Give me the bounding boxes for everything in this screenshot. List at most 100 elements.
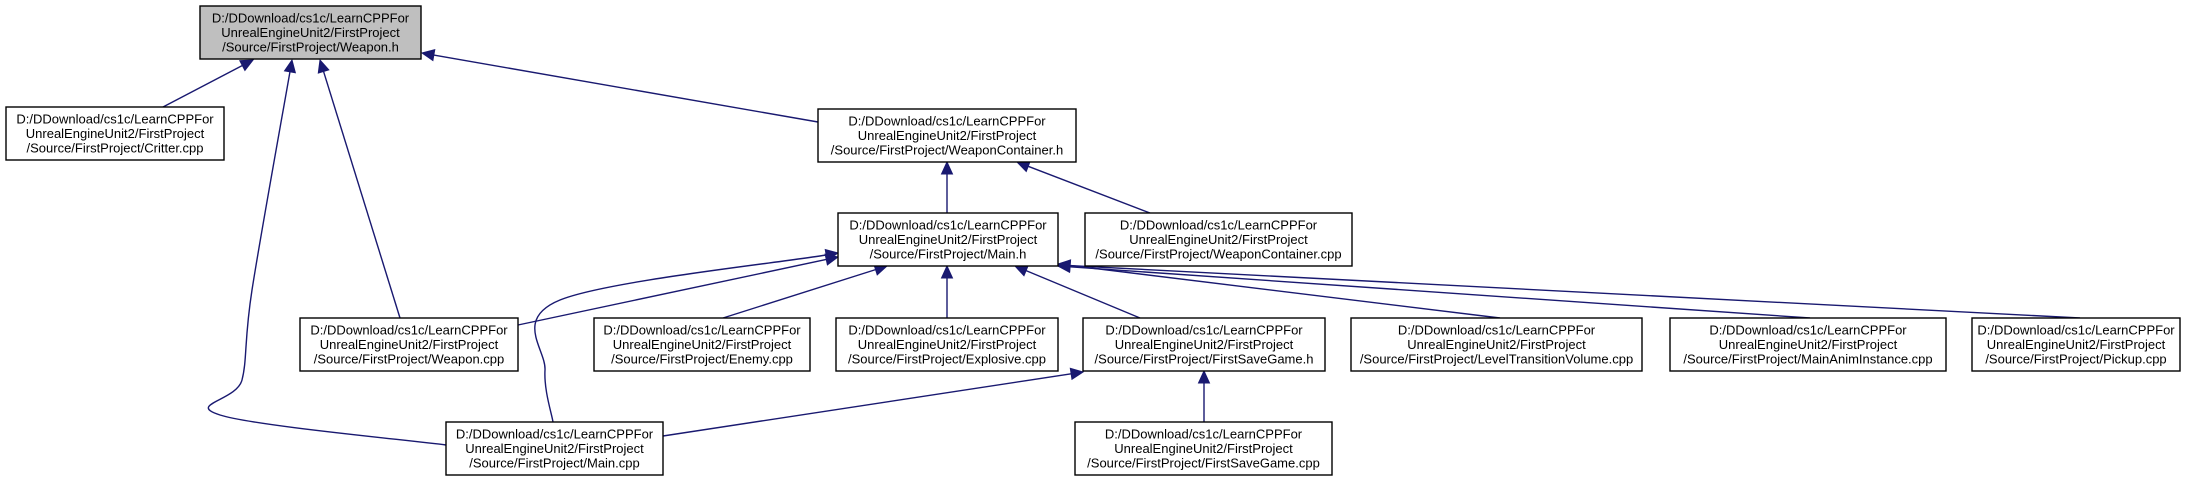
node-label-line-2: UnrealEngineUnit2/FirstProject	[1114, 441, 1293, 456]
node-weapon-cpp[interactable]: D:/DDownload/cs1c/LearnCPPForUnrealEngin…	[299, 317, 519, 372]
edge-weaponcontainer_cpp-to-weaponcontainer_h	[1015, 160, 1151, 214]
node-label-line-3: /Source/FirstProject/Explosive.cpp	[848, 352, 1046, 367]
edge-enemy_cpp-to-main_h	[722, 263, 889, 319]
node-label-line-2: UnrealEngineUnit2/FirstProject	[1129, 232, 1308, 247]
node-label-line-3: /Source/FirstProject/Main.h	[870, 247, 1027, 262]
arrowhead-icon	[239, 59, 255, 72]
node-label-line-2: UnrealEngineUnit2/FirstProject	[858, 128, 1037, 143]
node-box	[1082, 317, 1326, 372]
edge-line	[1027, 165, 1151, 214]
node-label-line-1: D:/DDownload/cs1c/LearnCPPFor	[1398, 323, 1596, 338]
edge-critter_cpp-to-weapon_h	[162, 59, 255, 108]
arrowhead-icon	[1197, 369, 1211, 384]
node-explosive-cpp[interactable]: D:/DDownload/cs1c/LearnCPPForUnrealEngin…	[835, 317, 1059, 372]
edge-line	[1069, 266, 1811, 319]
node-label-line-1: D:/DDownload/cs1c/LearnCPPFor	[1120, 218, 1318, 233]
node-label-line-3: /Source/FirstProject/Enemy.cpp	[611, 352, 793, 367]
node-box	[1350, 317, 1643, 372]
edges-layer	[162, 48, 2081, 446]
arrowhead-icon	[317, 58, 330, 74]
arrowhead-icon	[420, 48, 436, 62]
edge-line	[433, 54, 819, 123]
edge-line	[322, 71, 401, 319]
node-label-line-2: UnrealEngineUnit2/FirstProject	[859, 232, 1038, 247]
node-main-h[interactable]: D:/DDownload/cs1c/LearnCPPForUnrealEngin…	[837, 212, 1059, 267]
node-main-cpp[interactable]: D:/DDownload/cs1c/LearnCPPForUnrealEngin…	[445, 421, 664, 476]
node-label-line-1: D:/DDownload/cs1c/LearnCPPFor	[212, 11, 410, 26]
node-label-line-1: D:/DDownload/cs1c/LearnCPPFor	[456, 427, 654, 442]
node-label-line-3: /Source/FirstProject/WeaponContainer.cpp	[1095, 247, 1341, 262]
node-label-line-2: UnrealEngineUnit2/FirstProject	[1987, 337, 2166, 352]
edge-main_cpp-to-weapon_h	[207, 58, 447, 446]
edge-weapon_cpp-to-weapon_h	[317, 58, 401, 319]
node-enemy-cpp[interactable]: D:/DDownload/cs1c/LearnCPPForUnrealEngin…	[593, 317, 811, 372]
node-box	[445, 421, 664, 476]
arrowhead-icon	[940, 160, 954, 175]
node-box	[593, 317, 811, 372]
node-label-line-1: D:/DDownload/cs1c/LearnCPPFor	[1105, 323, 1303, 338]
edge-line	[662, 373, 1072, 437]
edge-line	[534, 254, 827, 423]
edge-explosive_cpp-to-main_h	[940, 264, 954, 318]
node-label-line-2: UnrealEngineUnit2/FirstProject	[221, 25, 400, 40]
node-mainaniminstance-cpp[interactable]: D:/DDownload/cs1c/LearnCPPForUnrealEngin…	[1669, 317, 1947, 372]
node-label-line-2: UnrealEngineUnit2/FirstProject	[320, 337, 499, 352]
node-label-line-1: D:/DDownload/cs1c/LearnCPPFor	[849, 218, 1047, 233]
edge-line	[1069, 264, 1501, 319]
edge-line	[722, 268, 876, 319]
arrowhead-icon	[1056, 259, 1071, 272]
node-firstsavegame-h[interactable]: D:/DDownload/cs1c/LearnCPPForUnrealEngin…	[1082, 317, 1326, 372]
node-label-line-1: D:/DDownload/cs1c/LearnCPPFor	[848, 114, 1046, 129]
node-label-line-3: /Source/FirstProject/Critter.cpp	[27, 141, 204, 156]
node-label-line-1: D:/DDownload/cs1c/LearnCPPFor	[1105, 427, 1303, 442]
edge-line	[1069, 264, 2081, 319]
node-label-line-3: /Source/FirstProject/MainAnimInstance.cp…	[1683, 352, 1932, 367]
node-label-line-1: D:/DDownload/cs1c/LearnCPPFor	[1977, 323, 2175, 338]
node-pickup-cpp[interactable]: D:/DDownload/cs1c/LearnCPPForUnrealEngin…	[1971, 317, 2181, 372]
node-label-line-1: D:/DDownload/cs1c/LearnCPPFor	[603, 323, 801, 338]
node-label-line-3: /Source/FirstProject/Weapon.h	[222, 40, 399, 55]
node-box	[835, 317, 1059, 372]
node-label-line-2: UnrealEngineUnit2/FirstProject	[858, 337, 1037, 352]
node-label-line-2: UnrealEngineUnit2/FirstProject	[26, 126, 205, 141]
node-label-line-1: D:/DDownload/cs1c/LearnCPPFor	[16, 112, 214, 127]
node-label-line-3: /Source/FirstProject/FirstSaveGame.cpp	[1087, 456, 1320, 471]
node-label-line-2: UnrealEngineUnit2/FirstProject	[465, 441, 644, 456]
edge-pickup_cpp-to-main_h	[1056, 259, 2081, 319]
node-firstsavegame-cpp[interactable]: D:/DDownload/cs1c/LearnCPPForUnrealEngin…	[1074, 421, 1333, 476]
node-label-line-1: D:/DDownload/cs1c/LearnCPPFor	[848, 323, 1046, 338]
edge-firstsavegame_cpp-to-firstsavegame_h	[1197, 369, 1211, 422]
node-box	[1971, 317, 2181, 372]
node-label-line-3: /Source/FirstProject/Main.cpp	[469, 456, 640, 471]
node-weapon-h[interactable]: D:/DDownload/cs1c/LearnCPPForUnrealEngin…	[199, 5, 422, 60]
node-box	[1669, 317, 1947, 372]
node-box	[199, 5, 422, 60]
edge-line	[162, 64, 243, 108]
edge-main_h-to-weaponcontainer_h	[940, 160, 954, 213]
nodes-layer: D:/DDownload/cs1c/LearnCPPForUnrealEngin…	[5, 5, 2181, 476]
edge-line	[1025, 269, 1141, 319]
node-box	[1074, 421, 1333, 476]
node-label-line-3: /Source/FirstProject/FirstSaveGame.h	[1095, 352, 1314, 367]
edge-firstsavegame_h-to-main_h	[1013, 265, 1141, 319]
node-label-line-2: UnrealEngineUnit2/FirstProject	[613, 337, 792, 352]
edge-line	[207, 71, 447, 446]
node-label-line-2: UnrealEngineUnit2/FirstProject	[1115, 337, 1294, 352]
edge-line	[517, 258, 827, 326]
edge-main_cpp-to-firstsavegame_h	[662, 367, 1085, 437]
node-critter-cpp[interactable]: D:/DDownload/cs1c/LearnCPPForUnrealEngin…	[5, 106, 225, 161]
arrowhead-icon	[940, 264, 954, 279]
edge-weapon_cpp-to-main_h	[517, 253, 840, 326]
node-weaponcontainer-cpp[interactable]: D:/DDownload/cs1c/LearnCPPForUnrealEngin…	[1084, 212, 1353, 267]
node-weaponcontainer-h[interactable]: D:/DDownload/cs1c/LearnCPPForUnrealEngin…	[817, 108, 1077, 163]
arrowhead-icon	[824, 248, 840, 262]
node-box	[1084, 212, 1353, 267]
node-box	[817, 108, 1077, 163]
node-label-line-3: /Source/FirstProject/Weapon.cpp	[314, 352, 505, 367]
node-label-line-3: /Source/FirstProject/Pickup.cpp	[1985, 352, 2166, 367]
node-label-line-3: /Source/FirstProject/LevelTransitionVolu…	[1360, 352, 1633, 367]
node-leveltransitionvolume-cpp[interactable]: D:/DDownload/cs1c/LearnCPPForUnrealEngin…	[1350, 317, 1643, 372]
arrowhead-icon	[283, 58, 297, 74]
node-box	[5, 106, 225, 161]
